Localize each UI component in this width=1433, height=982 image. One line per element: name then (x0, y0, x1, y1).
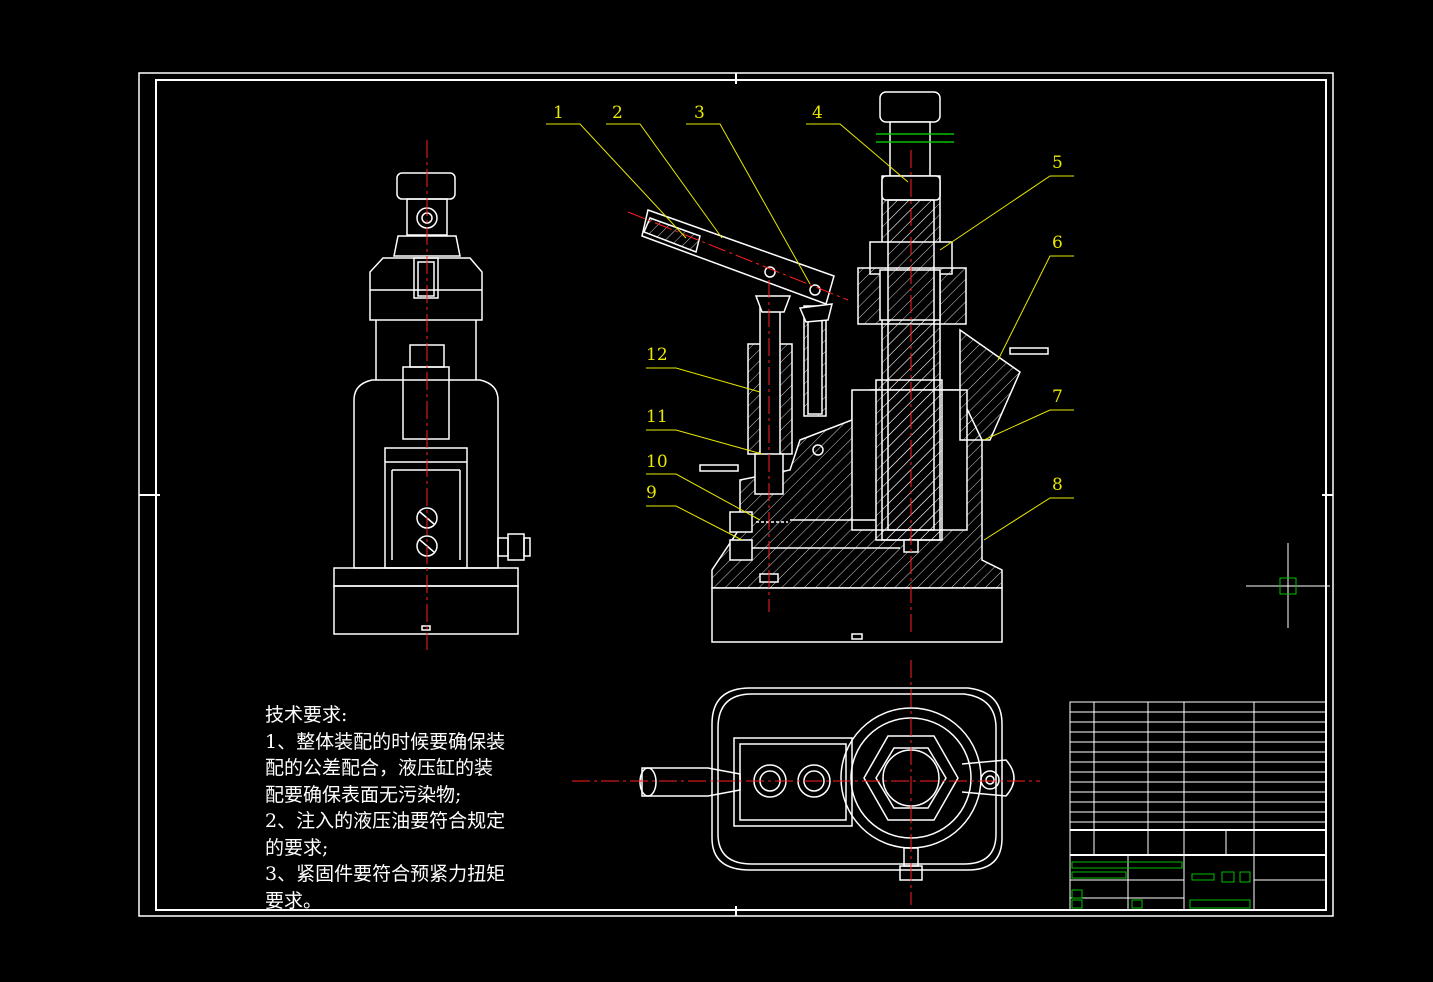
top-view-centerlines (572, 660, 1040, 905)
parts-list-table (1069, 701, 1327, 911)
part-label-1: 1 (553, 103, 564, 123)
part-label-5: 5 (1052, 153, 1063, 173)
part-label-8: 8 (1052, 475, 1063, 495)
part-label-9: 9 (646, 483, 657, 503)
side-view (333, 172, 531, 635)
part-label-4: 4 (812, 103, 823, 123)
tech-requirements-title: 技术要求: (265, 704, 348, 726)
tech-requirement-line-7: 要求。 (265, 889, 323, 912)
tech-requirement-line-3: 配要确保表面无污染物; (265, 783, 462, 806)
part-label-7: 7 (1052, 387, 1063, 407)
section-view (641, 91, 1049, 643)
section-view-centerlines (627, 150, 912, 632)
section-view-green-marks (876, 133, 954, 143)
technical-requirements: 技术要求: 1、整体装配的时候要确保装 配的公差配合，液压缸的装 配要确保表面无… (265, 702, 505, 914)
tech-requirement-line-4: 2、注入的液压油要符合规定 (265, 810, 506, 832)
part-label-3: 3 (694, 103, 705, 123)
tech-requirement-line-1: 1、整体装配的时候要确保装 (265, 730, 506, 753)
border-center-marks (139, 73, 1333, 916)
part-labels: 1 2 3 4 5 6 7 8 9 10 11 12 (553, 103, 1063, 503)
leader-lines (546, 123, 1074, 541)
title-block-green-cells (1071, 861, 1251, 909)
top-view (639, 687, 1015, 881)
part-label-2: 2 (612, 103, 623, 123)
tech-requirement-line-5: 的要求; (265, 836, 329, 859)
part-label-11: 11 (646, 407, 668, 427)
tech-requirement-line-2: 配的公差配合，液压缸的装 (265, 757, 494, 779)
part-label-6: 6 (1052, 233, 1063, 253)
tech-requirement-line-6: 3、紧固件要符合预紧力扭矩 (265, 863, 506, 885)
cad-crosshair-icon (1246, 543, 1330, 628)
part-label-12: 12 (646, 345, 668, 365)
part-label-10: 10 (646, 452, 668, 472)
